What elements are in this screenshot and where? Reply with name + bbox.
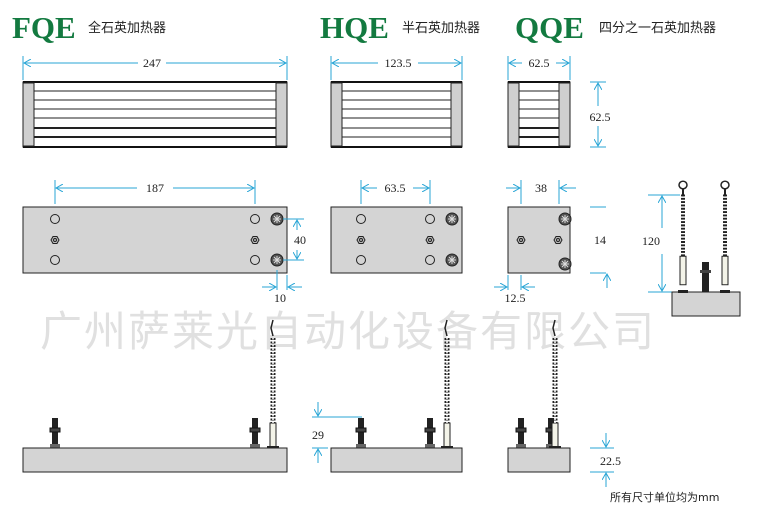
terminal-screw-icon	[558, 212, 572, 226]
lead-length-dimension: 120	[642, 234, 660, 248]
hqe-front-view: 123.5	[330, 56, 463, 148]
width-dimension: 123.5	[385, 56, 412, 70]
header-fqe: FQE 全石英加热器	[12, 10, 166, 45]
units-footnote: 所有尺寸单位均为mm	[610, 490, 719, 504]
hqe-back-view: 63.5	[330, 180, 463, 274]
terminal-screw-icon	[445, 212, 459, 226]
qqe-back-view: 38 14 12.5	[494, 180, 607, 305]
terminal-screw-icon	[558, 257, 572, 271]
hqe-side-view: 29	[312, 320, 463, 473]
company-watermark: 广州萨莱光自动化设备有限公司	[40, 307, 656, 356]
terminal-screw-icon	[270, 253, 284, 267]
terminal-screw-icon	[445, 253, 459, 267]
model-code: FQE	[12, 10, 76, 45]
model-name: 全石英加热器	[88, 20, 166, 36]
hole-spacing-dimension: 63.5	[385, 181, 406, 195]
height-dimension: 62.5	[590, 110, 611, 124]
hole-offset-dimension: 14	[594, 233, 606, 247]
edge-offset-dimension: 10	[274, 291, 286, 305]
terminal-screw-icon	[270, 212, 284, 226]
qqe-side-view-bottom: 22.5	[507, 320, 621, 487]
fqe-back-view: 187 40 10	[22, 180, 306, 305]
hole-spacing-dimension: 187	[146, 181, 164, 195]
model-name: 四分之一石英加热器	[599, 21, 716, 36]
body-thickness-dimension: 22.5	[600, 454, 621, 468]
model-code: HQE	[320, 10, 389, 45]
header-hqe: HQE 半石英加热器	[320, 10, 480, 45]
qqe-front-view: 62.5 62.5	[507, 56, 611, 148]
width-dimension: 247	[143, 56, 161, 70]
qqe-side-view: 120	[642, 180, 741, 317]
model-code: QQE	[515, 10, 584, 45]
width-dimension: 62.5	[529, 56, 550, 70]
fqe-front-view: 247	[22, 56, 288, 148]
hole-pitch-dimension: 40	[294, 233, 306, 247]
stud-height-dimension: 29	[312, 428, 324, 442]
header-qqe: QQE 四分之一石英加热器	[515, 10, 716, 45]
fqe-side-view	[22, 320, 288, 473]
edge-offset-dimension: 12.5	[505, 291, 526, 305]
hole-spacing-dimension: 38	[535, 181, 547, 195]
model-name: 半石英加热器	[402, 21, 480, 36]
